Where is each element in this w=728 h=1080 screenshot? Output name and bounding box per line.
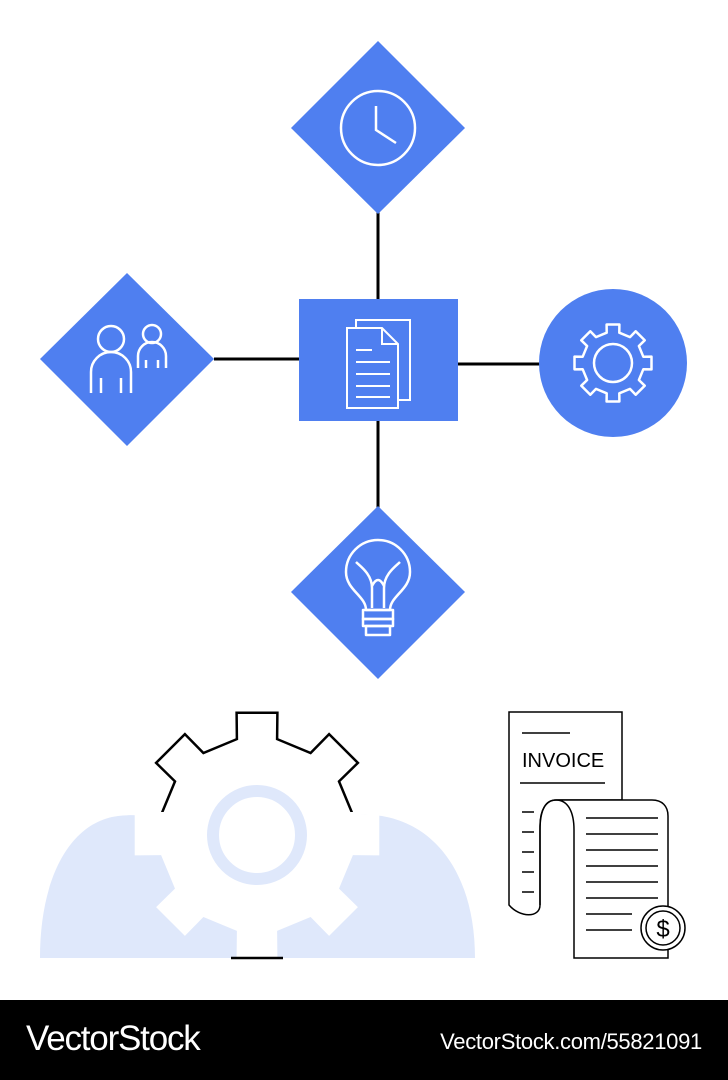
dollar-symbol: $: [656, 916, 669, 943]
big-gear: [134, 712, 380, 958]
node-bottom: [291, 506, 465, 679]
node-right: [539, 289, 687, 437]
lightbulb-icon: [344, 538, 412, 637]
dollar-coin-icon: $: [640, 905, 686, 951]
connectors: [214, 212, 540, 508]
footer-reference[interactable]: VectorStock.com/55821091: [440, 1029, 702, 1054]
documents-icon: [346, 319, 411, 409]
gear-icon: [573, 323, 653, 403]
footer-bar: VectorStock VectorStock.com/55821091: [0, 1000, 728, 1080]
invoice-title: INVOICE: [522, 750, 604, 772]
invoice-back-lines: [522, 811, 534, 893]
node-top: [291, 41, 465, 214]
cloud-gear-icon: [40, 711, 475, 958]
big-gear-outline: [154, 711, 360, 812]
footer-brand[interactable]: VectorStock: [26, 1019, 201, 1058]
gear-hole: [207, 785, 307, 885]
invoice-front-sheet: [555, 799, 669, 959]
people-icon: [89, 323, 168, 393]
center-node: [299, 299, 458, 421]
node-left: [40, 273, 214, 446]
clock-icon: [339, 89, 417, 167]
invoice-front-lines: [586, 817, 658, 931]
invoice-icon: INVOICE $: [508, 711, 686, 959]
diagram-canvas: INVOICE $: [40, 41, 687, 960]
